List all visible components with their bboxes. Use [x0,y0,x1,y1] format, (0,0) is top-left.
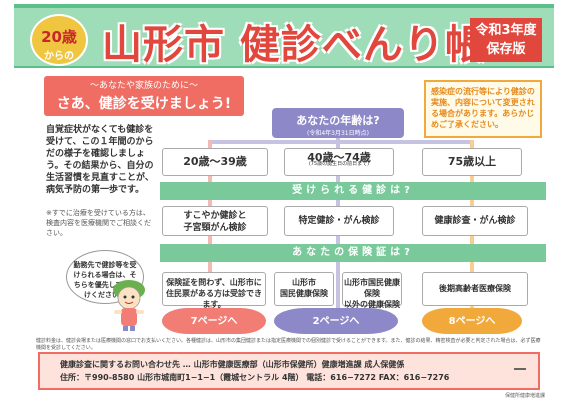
exam-option-kenko: 健康診査・がん検診 [422,206,528,236]
exam-option-line: 特定健診・がん検診 [298,216,380,226]
contact-address: 住所：〒990-8580 山形市城南町1−1−1（霞城セントラル 4階） 電話：… [60,373,450,382]
age-option-75-plus: 75歳以上 [422,148,522,176]
insurance-option-line: 以外の健康保険 [344,300,400,309]
contact-heading: 健康診査に関するお問い合わせ先 … 山形市健康医療部（山形市保健所）健康増進課 … [60,360,405,369]
insurance-option-line: 後期高齢者医療保険 [439,284,511,293]
insurance-option-any: 保険証を問わず、山形市に 住民票がある方は受診できます。 [162,272,266,309]
dash-icon [514,368,526,370]
exam-option-sukoyaka: すこやか健診と 子宮頸がん検診 [162,206,268,236]
year-badge: 令和3年度 保存版 [470,18,542,62]
insurance-option-other: 山形市国民健康保険 以外の健康保険 [342,272,402,309]
insurance-option-line: 山形市 [292,278,316,287]
insurance-question-bar: あなたの保険証は? [160,244,546,262]
insurance-option-national: 山形市 国民健康保険 [274,272,334,306]
exam-option-line: 健康診査・がん検診 [434,216,516,226]
notice-box: 感染症の流行等により健診の実施、内容について変更される場合があります。あらかじめ… [424,80,542,138]
age-badge: 20歳 からの [30,14,88,66]
age-option-label: 75歳以上 [447,155,497,168]
insurance-option-line: 山形市国民健康保険 [344,278,400,298]
insurance-option-elderly: 後期高齢者医療保険 [422,272,528,306]
insurance-option-line: 国民健康保険 [280,289,328,298]
flow-line-top [208,140,472,144]
age-option-label: 40歳～74歳 [307,151,371,164]
link-page-8[interactable]: 8ページへ [422,308,522,334]
exam-option-line: 子宮頸がん検診 [183,223,247,233]
insurance-option-line: 保険証を問わず、山形市に [166,278,262,287]
age-badge-number: 20歳 [41,28,77,46]
intro-note: ※すでに治療を受けている方は、検査内容を医療機関でご相談ください。 [46,209,151,237]
age-option-note: (75歳の誕生日の前日まで) [308,161,370,167]
disclaimer-text: 健診料金は、健診会場または医療機関の窓口でお支払いください。各種健診は、山形市の… [36,338,541,351]
contact-box: 健康診査に関するお問い合わせ先 … 山形市健康医療部（山形市保健所）健康増進課 … [38,352,540,390]
mascot-icon [113,280,145,331]
age-question-note: (令和4年3月31日時点) [307,130,369,137]
link-page-2[interactable]: 2ページへ [274,308,398,334]
age-option-20-39: 20歳～39歳 [162,148,268,176]
age-option-40-74: 40歳～74歳 (75歳の誕生日の前日まで) [284,148,394,176]
age-question: あなたの年齢は? (令和4年3月31日時点) [272,108,404,138]
exam-question-bar: 受けられる健診は? [160,182,546,200]
age-option-label: 20歳～39歳 [183,155,247,168]
intro-subtitle: ～あなたや家族のために～ [89,81,198,91]
credit-text: 保健所健康増進課 [504,393,545,399]
insurance-option-line: 住民票がある方は受診できます。 [166,289,262,309]
age-question-label: あなたの年齢は? [296,114,380,127]
link-page-7[interactable]: 7ページへ [162,308,266,334]
speech-bubble: 勤務先で健診等を受けられる場合は、そちらを優先してお受けください。 [66,250,144,304]
year-badge-edition: 保存版 [486,42,526,57]
intro-text: 自覚症状がなくても健診を受けて、この１年間のからだの様子を確認しましょう。その結… [46,125,154,195]
intro-banner: ～あなたや家族のために～ さあ、健診を受けましょう! [44,76,244,116]
exam-option-tokutei: 特定健診・がん検診 [284,206,394,236]
intro-heading: さあ、健診を受けましょう! [56,96,232,112]
header-banner: 20歳 からの 山形市 健診べんり帳 令和3年度 保存版 [14,4,554,68]
age-badge-suffix: からの [44,51,74,62]
exam-option-line: すこやか健診と [183,211,247,221]
page-title: 山形市 健診べんり帳 [102,22,486,68]
year-badge-year: 令和3年度 [475,23,537,38]
